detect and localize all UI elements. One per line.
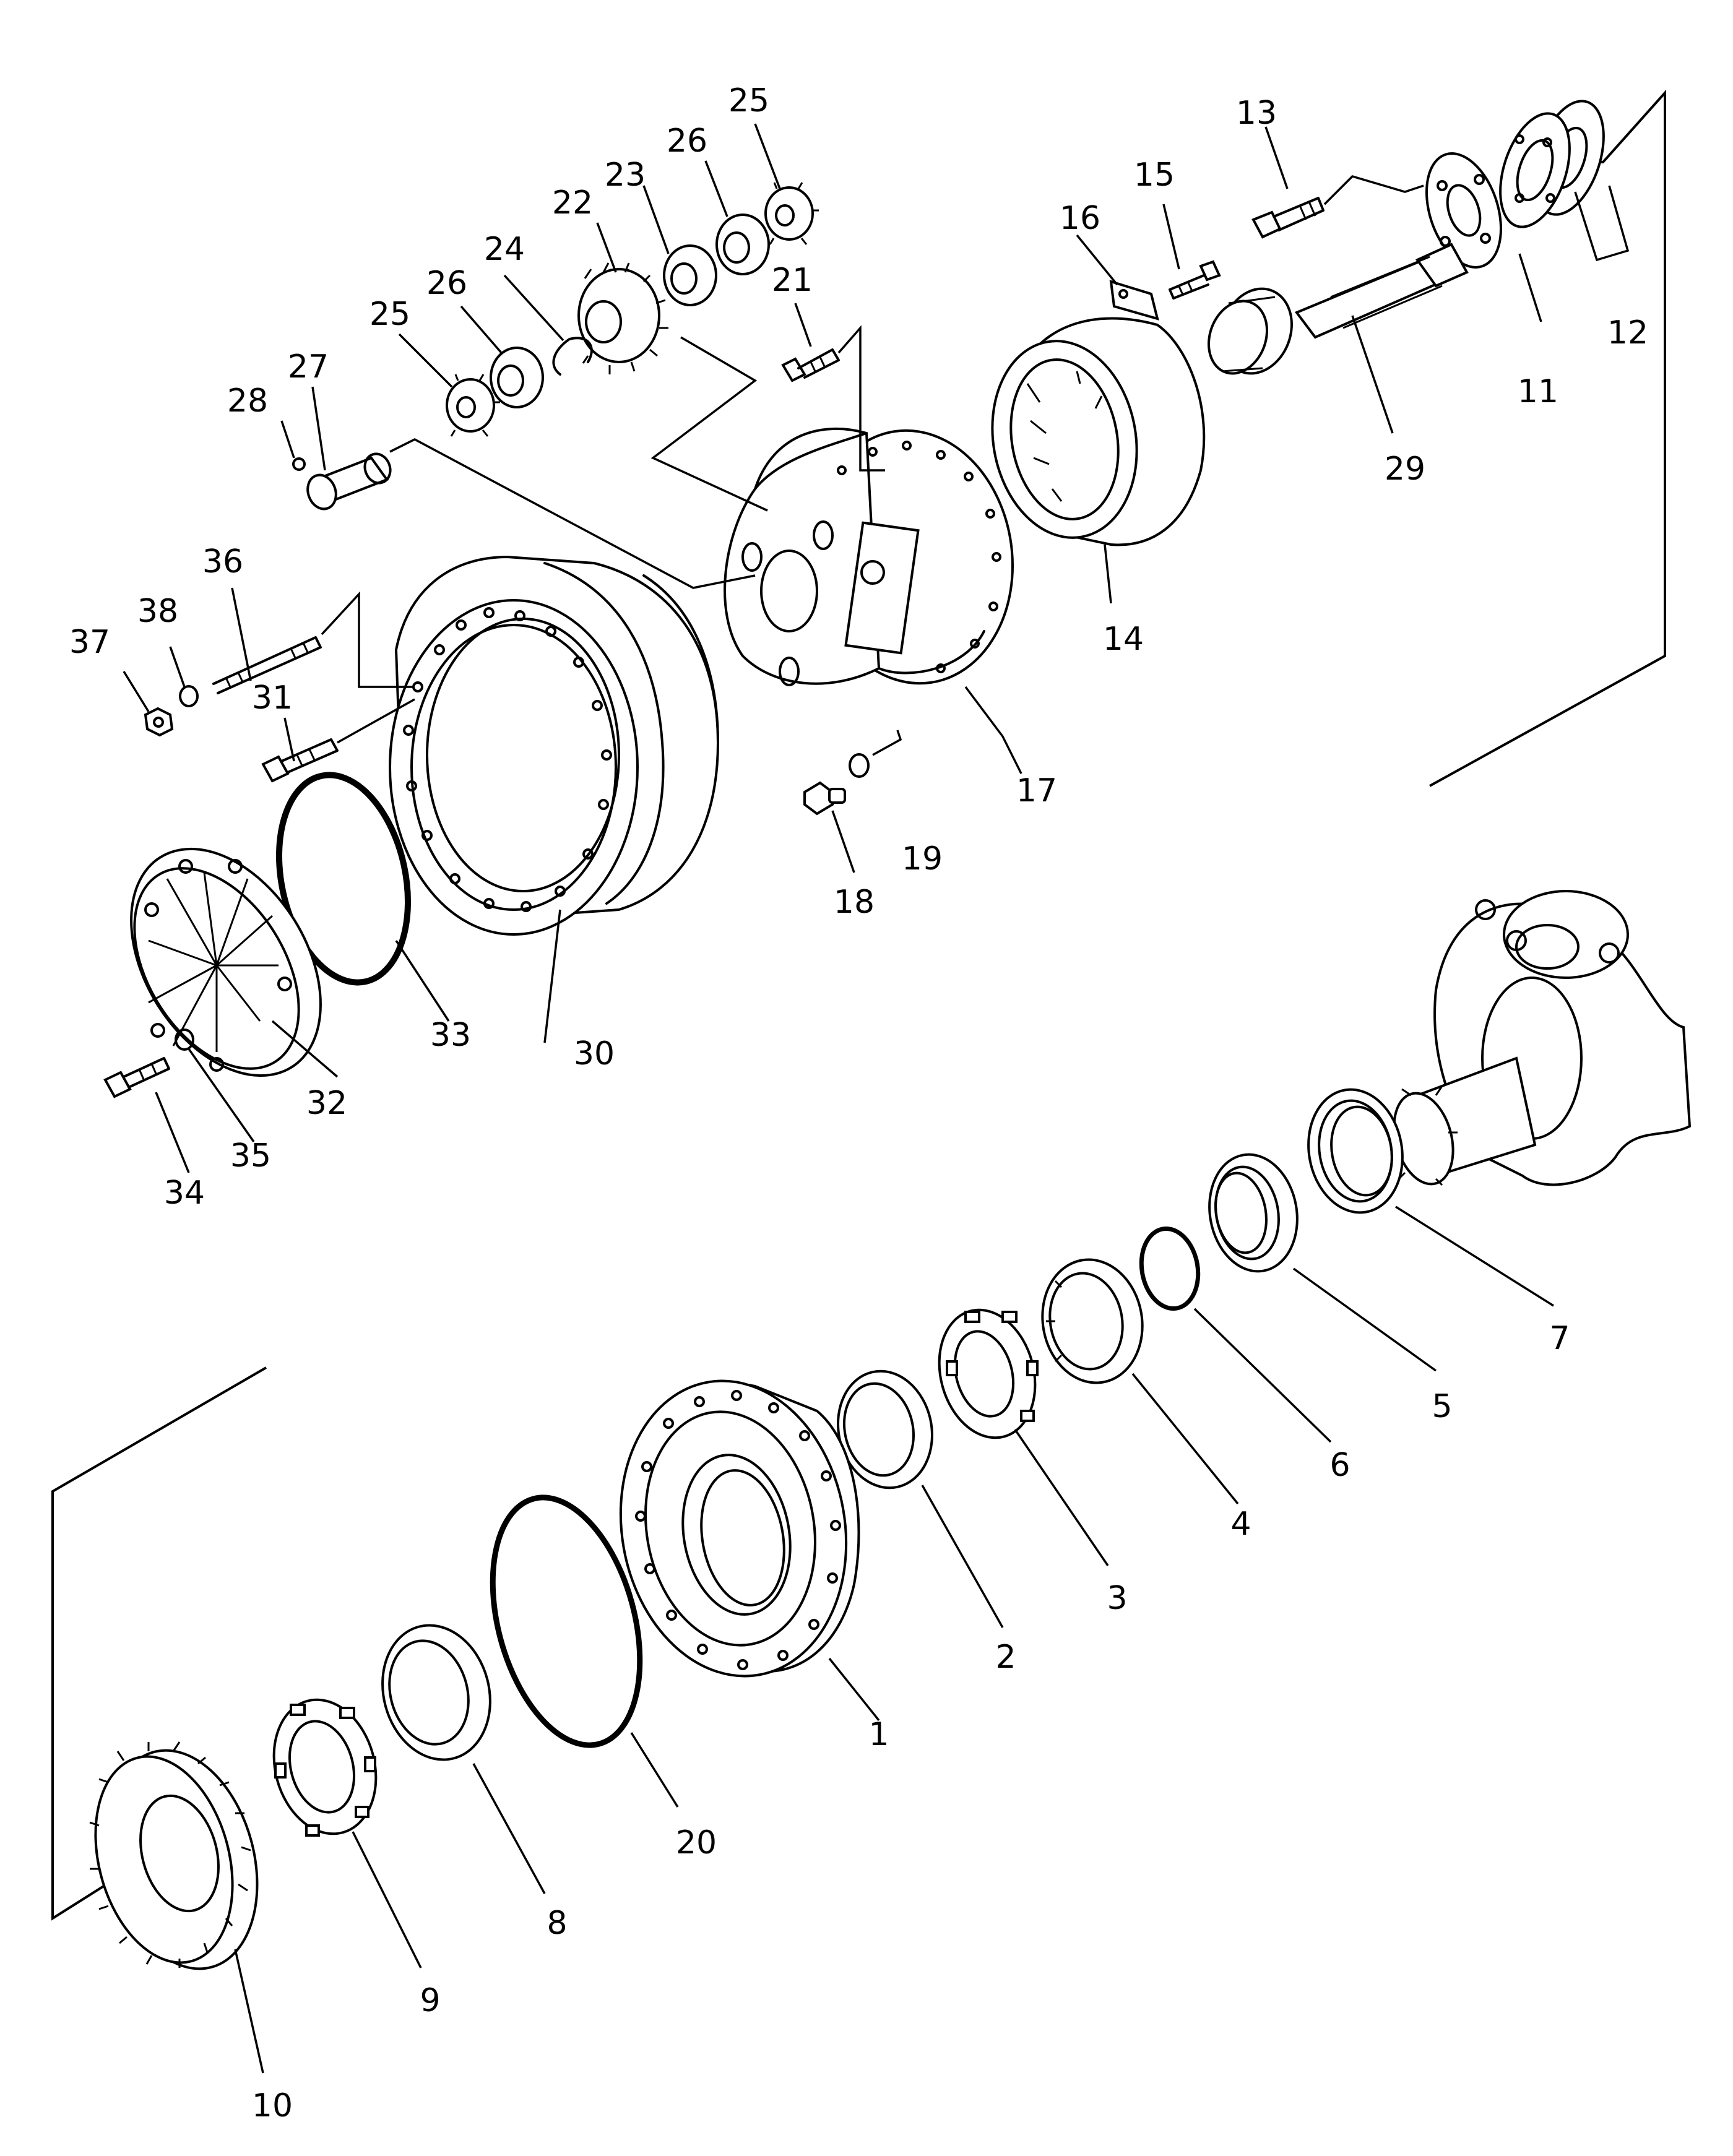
callout-23: 23 xyxy=(605,157,646,194)
callout-37: 37 xyxy=(69,624,110,661)
planet-gear-22 xyxy=(577,262,768,512)
washer-38 xyxy=(179,685,199,707)
bearing-cup-2 xyxy=(837,1369,1004,1628)
callout-35: 35 xyxy=(230,1137,271,1175)
callout-10: 10 xyxy=(252,2087,293,2124)
bearing-26-upper xyxy=(715,213,770,275)
callout-19: 19 xyxy=(902,840,943,877)
callout-33: 33 xyxy=(430,1017,471,1054)
callout-1: 1 xyxy=(868,1716,889,1753)
washer-11 xyxy=(1425,152,1502,269)
lock-plate-16 xyxy=(1109,280,1159,321)
callout-11: 11 xyxy=(1518,373,1558,410)
callout-3: 3 xyxy=(1107,1580,1127,1617)
callout-36: 36 xyxy=(202,543,243,580)
callout-8: 8 xyxy=(547,1905,567,1942)
nut-37 xyxy=(144,707,174,737)
seal-5 xyxy=(1208,1153,1437,1372)
gear-10 xyxy=(89,1741,264,2074)
housing-30 xyxy=(389,555,720,936)
bolt-21 xyxy=(781,325,885,472)
hub-1 xyxy=(619,1379,880,1722)
callout-20: 20 xyxy=(676,1824,717,1861)
callout-22: 22 xyxy=(552,184,593,222)
spacer-25-lower xyxy=(446,374,500,437)
callout-24: 24 xyxy=(484,231,525,268)
axle-housing xyxy=(1393,890,1692,1186)
oring-6 xyxy=(1139,1227,1332,1443)
callout-4: 4 xyxy=(1230,1506,1251,1543)
pin-27 xyxy=(306,438,756,589)
callout-21: 21 xyxy=(772,262,813,299)
callout-12: 12 xyxy=(1607,314,1648,351)
snap-ring-24 xyxy=(552,337,593,376)
bearing-cone-3 xyxy=(938,1308,1109,1566)
callout-leaders xyxy=(123,123,1542,1173)
bolt-31 xyxy=(261,698,415,783)
callout-31: 31 xyxy=(252,679,293,717)
callout-labels: 1 2 3 4 5 6 7 8 9 10 11 12 13 14 15 16 1… xyxy=(69,82,1648,2124)
oring-19 xyxy=(849,730,902,778)
callout-18: 18 xyxy=(834,884,875,921)
thrust-washer-12 xyxy=(1499,100,1630,262)
callout-7: 7 xyxy=(1549,1320,1570,1357)
ball-28 xyxy=(292,457,306,471)
callout-27: 27 xyxy=(288,348,329,386)
callout-16: 16 xyxy=(1060,200,1100,237)
callout-32: 32 xyxy=(306,1085,347,1122)
bearing-cup-8 xyxy=(381,1624,546,1894)
bearing-cone-9 xyxy=(272,1698,422,1968)
plug-18 xyxy=(803,781,846,816)
callout-29: 29 xyxy=(1385,451,1425,488)
sun-shaft-29 xyxy=(1207,243,1469,375)
callout-26-upper: 26 xyxy=(667,123,707,160)
callout-25-lower: 25 xyxy=(370,296,410,333)
callout-15: 15 xyxy=(1134,157,1175,194)
bearing-23 xyxy=(663,244,717,306)
ring-gear-14 xyxy=(991,317,1206,546)
bolt-13 xyxy=(1251,175,1424,239)
callout-28: 28 xyxy=(227,382,268,420)
callout-26-lower: 26 xyxy=(426,265,467,302)
bearing-cup-4 xyxy=(1041,1258,1239,1505)
callout-30: 30 xyxy=(574,1035,615,1072)
callout-9: 9 xyxy=(420,1982,440,2019)
callout-6: 6 xyxy=(1329,1447,1350,1484)
stud-36 xyxy=(212,591,415,694)
oring-33 xyxy=(275,772,412,986)
bolt-34 xyxy=(103,1057,170,1098)
seal-7 xyxy=(1307,1088,1554,1307)
spacer-25-upper xyxy=(764,182,819,245)
bolt-15 xyxy=(1169,260,1221,300)
cover-32 xyxy=(130,847,322,1077)
callout-25-upper: 25 xyxy=(728,82,769,119)
callout-34: 34 xyxy=(164,1175,205,1212)
callout-13: 13 xyxy=(1236,95,1277,132)
oring-20 xyxy=(490,1494,679,1808)
callout-14: 14 xyxy=(1103,621,1144,658)
callout-38: 38 xyxy=(137,593,178,630)
bearing-26-lower xyxy=(490,347,544,408)
washer-35 xyxy=(175,1028,194,1051)
callout-17: 17 xyxy=(1016,772,1057,809)
planet-carrier-17 xyxy=(724,427,1022,774)
callout-5: 5 xyxy=(1432,1388,1452,1425)
callout-2: 2 xyxy=(995,1639,1016,1676)
